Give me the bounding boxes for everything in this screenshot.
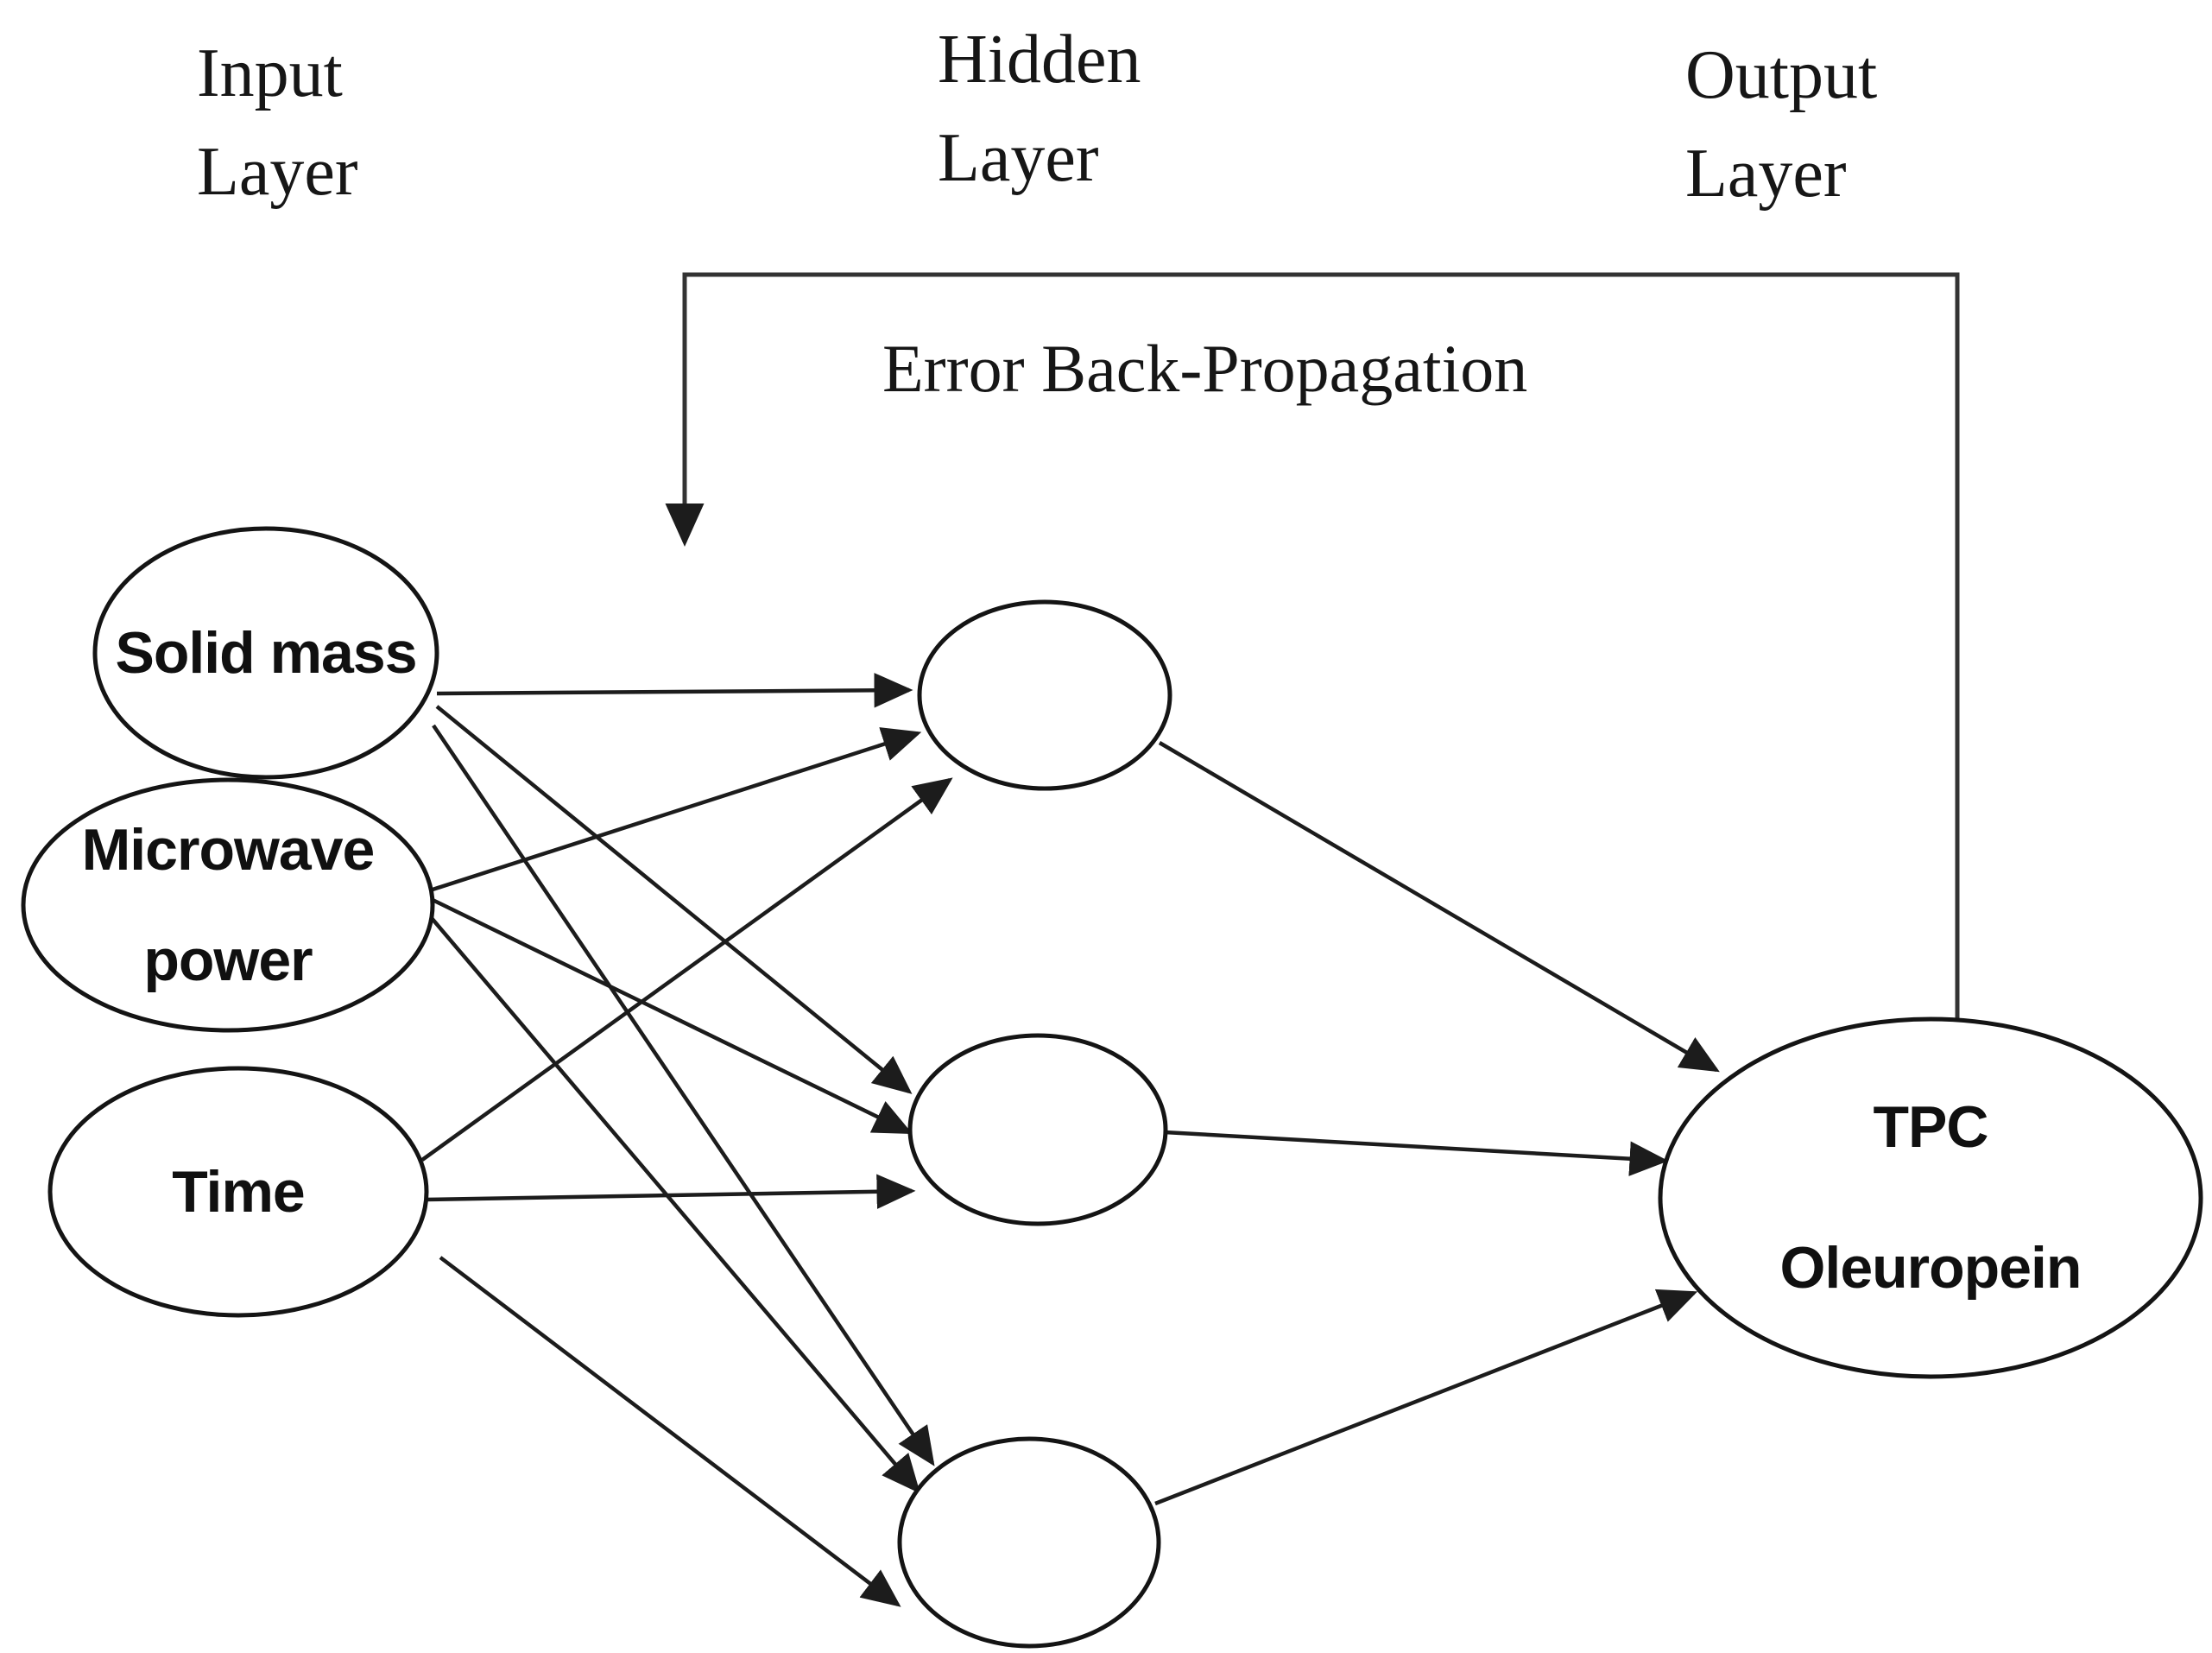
edge-solid-mass-to-hidden-2 — [435, 705, 913, 1094]
edge-hidden-2-to-output — [1164, 1130, 1669, 1176]
edge-time-to-hidden-2 — [424, 1174, 916, 1209]
backprop-feedback-arrow — [665, 272, 1960, 1020]
hidden-node-2-ellipse — [907, 1033, 1168, 1226]
output-label-line2: Oleuropein — [1779, 1235, 2082, 1301]
edge-hidden-3-to-output — [1154, 1289, 1698, 1506]
edge-solid-mass-to-hidden-3 — [432, 724, 935, 1466]
edge-hidden-1-to-output — [1158, 741, 1720, 1073]
edge-time-to-hidden-1 — [420, 777, 953, 1162]
output-layer-header: Output Layer — [1685, 26, 1877, 223]
output-node-label: TPC Oleuropein — [1660, 1019, 2201, 1377]
output-label-line1: TPC — [1873, 1094, 1989, 1160]
input-node-time-ellipse — [47, 1066, 429, 1318]
hidden-layer-header: Hidden Layer — [938, 10, 1141, 207]
hidden-node-3-ellipse — [897, 1436, 1161, 1649]
edge-microwave-power-to-hidden-3 — [429, 915, 920, 1494]
hidden-layer-header-line1: Hidden — [938, 22, 1141, 98]
input-layer-header: Input Layer — [197, 24, 358, 221]
input-layer-header-line2: Layer — [197, 134, 358, 210]
edge-solid-mass-to-hidden-1 — [436, 673, 913, 708]
hidden-layer-header-line2: Layer — [938, 120, 1099, 196]
output-layer-header-line2: Layer — [1685, 136, 1847, 212]
solid-mass-node-label: Solid mass — [115, 619, 417, 686]
backprop-caption: Error Back-Propagation — [882, 331, 1528, 406]
hidden-node-1-ellipse — [917, 599, 1172, 791]
output-node-tpc-oleuropein-ellipse — [1658, 1016, 2203, 1379]
microwave-power-node-label: Microwave power — [23, 780, 433, 1030]
input-layer-header-line1: Input — [197, 35, 343, 111]
microwave-power-label-line2: power — [143, 928, 313, 993]
input-node-microwave-power-ellipse — [21, 777, 435, 1033]
time-node-label: Time — [172, 1158, 305, 1225]
edge-time-to-hidden-3 — [439, 1256, 901, 1607]
edge-microwave-power-to-hidden-2 — [432, 897, 913, 1135]
input-node-solid-mass-ellipse — [92, 526, 439, 780]
output-layer-header-line1: Output — [1685, 37, 1878, 113]
edge-microwave-power-to-hidden-1 — [432, 727, 922, 892]
microwave-power-label-line1: Microwave — [81, 817, 376, 883]
